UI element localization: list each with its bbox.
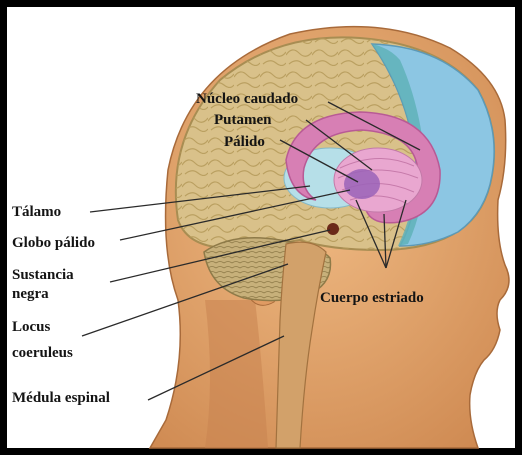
label-nucleo-caudado: Núcleo caudado — [196, 91, 298, 107]
label-sustancia-negra-2: negra — [12, 286, 49, 302]
substantia-nigra — [327, 223, 339, 235]
label-medula-espinal: Médula espinal — [12, 390, 110, 406]
label-palido: Pálido — [224, 134, 265, 150]
label-talamo: Tálamo — [12, 204, 61, 220]
label-locus-coeruleus-2: coeruleus — [12, 345, 73, 361]
label-cuerpo-estriado: Cuerpo estriado — [320, 290, 424, 306]
label-globo-palido: Globo pálido — [12, 235, 95, 251]
label-putamen: Putamen — [214, 112, 272, 128]
label-sustancia-negra-1: Sustancia — [12, 267, 74, 283]
label-locus-coeruleus-1: Locus — [12, 319, 51, 335]
globus-pallidus — [344, 169, 380, 199]
